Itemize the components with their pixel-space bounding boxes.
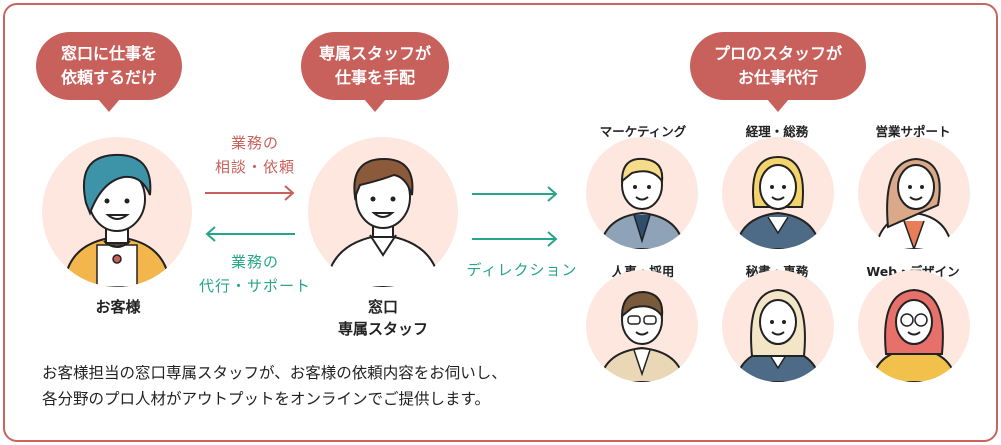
pro-label-marketing: マーケティング xyxy=(599,124,687,139)
request-arrow xyxy=(205,185,295,201)
description-line-1: お客様担当の窓口専属スタッフが、お客様の依頼内容をお伺いし、 xyxy=(42,364,507,382)
hr-illustration xyxy=(598,290,686,382)
pro-avatar-accounting xyxy=(722,137,834,249)
customer-illustration xyxy=(62,153,172,287)
request-arrow-line-1: 業務の xyxy=(230,134,279,152)
request-arrow-line-2: 相談・依頼 xyxy=(214,158,295,176)
support-arrow-label: 業務の 代行・サポート xyxy=(185,250,325,298)
pro-avatar-hr xyxy=(586,270,698,382)
support-arrow-line-2: 代行・サポート xyxy=(198,277,311,295)
accounting-illustration xyxy=(734,155,822,249)
description: お客様担当の窓口専属スタッフが、お客様の依頼内容をお伺いし、 各分野のプロ人材が… xyxy=(42,360,507,412)
staff-speech-bubble: 専属スタッフが 仕事を手配 xyxy=(301,32,449,112)
request-arrow-label: 業務の 相談・依頼 xyxy=(195,131,315,179)
staff-label-line-1: 窓口 xyxy=(367,298,398,316)
staff-avatar xyxy=(308,137,458,287)
pro-avatar-sales-support xyxy=(858,137,970,249)
direction-label: ディレクション xyxy=(466,261,578,279)
customer-bubble-line-1: 窓口に仕事を xyxy=(60,44,157,63)
customer-bubble-line-2: 依頼するだけ xyxy=(60,68,157,87)
support-arrow xyxy=(205,226,295,242)
secretary-illustration xyxy=(734,288,822,382)
pros-bubble-line-1: プロのスタッフが xyxy=(713,44,842,63)
pro-avatar-marketing xyxy=(586,137,698,249)
sales-support-illustration xyxy=(874,157,954,249)
direction-arrow-bottom xyxy=(472,231,558,247)
pros-speech-bubble: プロのスタッフが お仕事代行 xyxy=(690,32,866,112)
customer-speech-bubble: 窓口に仕事を 依頼するだけ xyxy=(36,32,182,112)
pro-label-accounting: 経理・総務 xyxy=(745,124,809,139)
pro-label-sales-support: 営業サポート xyxy=(875,124,951,139)
staff-illustration xyxy=(324,157,442,287)
pros-bubble-line-2: お仕事代行 xyxy=(737,68,818,87)
customer-label: お客様 xyxy=(95,298,141,316)
staff-bubble-line-2: 仕事を手配 xyxy=(334,68,415,87)
pro-avatar-secretary xyxy=(722,270,834,382)
staff-label: 窓口 専属スタッフ xyxy=(318,296,448,340)
support-arrow-line-1: 業務の xyxy=(230,253,279,271)
staff-label-line-2: 専属スタッフ xyxy=(337,320,428,338)
web-design-illustration xyxy=(870,288,958,382)
direction-arrow-top xyxy=(472,186,558,202)
customer-avatar xyxy=(42,137,192,287)
description-line-2: 各分野のプロ人材がアウトプットをオンラインでご提供します。 xyxy=(42,390,490,408)
pro-avatar-web-design xyxy=(858,270,970,382)
staff-bubble-line-1: 専属スタッフが xyxy=(318,44,431,63)
marketing-illustration xyxy=(598,157,686,249)
